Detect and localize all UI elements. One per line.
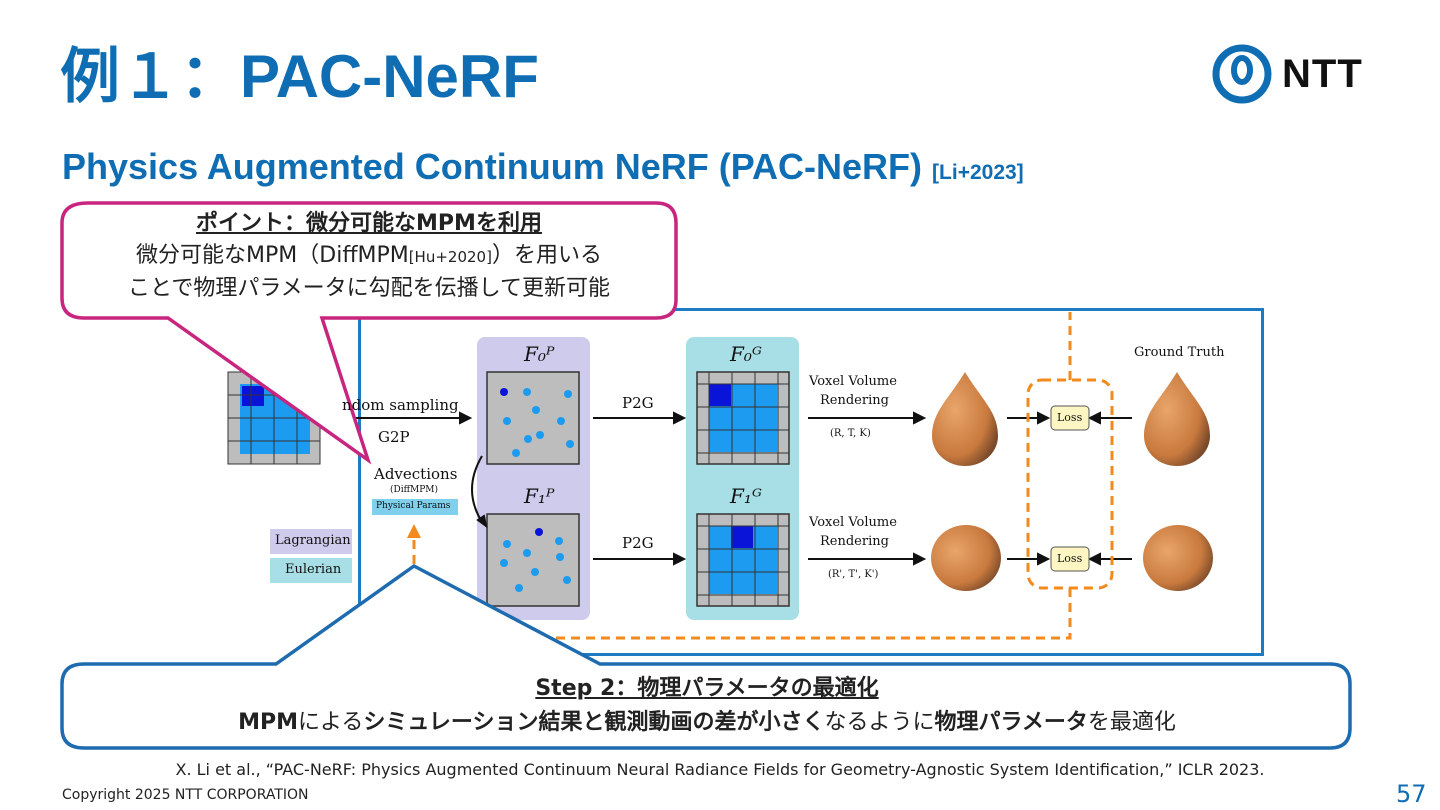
p2g-bottom-label: P2G <box>622 534 654 552</box>
physical-params-label: Physical Params <box>376 501 451 511</box>
figure-frame <box>358 308 1264 656</box>
fp1-label: F₁ᴾ <box>524 484 555 508</box>
callout-top-bubble <box>60 201 678 465</box>
voxel-top-line1: Voxel Volume <box>809 374 897 389</box>
g2p-label: G2P <box>378 428 410 446</box>
fg1-label: F₁ᴳ <box>730 484 762 508</box>
diffmpm-label: (DiffMPM) <box>390 485 438 495</box>
voxel-bottom-params: (R', T', K') <box>828 569 879 580</box>
callout-top-line2: ことで物理パラメータに勾配を伝播して更新可能 <box>127 276 611 301</box>
callout-bottom-text: Step 2：物理パラメータの最適化 MPMによるシミュレーション結果と観測動画… <box>64 672 1350 740</box>
page-title: 例１：PAC-NeRF <box>60 43 539 110</box>
citation: X. Li et al., “PAC-NeRF: Physics Augment… <box>175 760 1265 779</box>
fp0-label: F₀ᴾ <box>524 342 555 366</box>
callout-top-heading: ポイント：微分可能なMPMを利用 <box>196 211 542 236</box>
page-number: 57 <box>1396 780 1427 808</box>
voxel-bottom-line2: Rendering <box>820 534 889 549</box>
ground-truth-label: Ground Truth <box>1134 345 1225 360</box>
loss-top-label: Loss <box>1057 411 1083 424</box>
voxel-bottom-line1: Voxel Volume <box>809 515 897 530</box>
particles-box-top <box>486 371 580 465</box>
droplet-pred-bottom <box>931 525 1001 591</box>
callout-bottom-bubble <box>60 563 1352 750</box>
subtitle-text: Physics Augmented Continuum NeRF (PAC-Ne… <box>62 146 923 187</box>
callout-top-line1: 微分可能なMPM（DiffMPM[Hu+2020]）を用いる <box>136 243 602 268</box>
subtitle: Physics Augmented Continuum NeRF (PAC-Ne… <box>62 146 1024 188</box>
loss-bottom-label: Loss <box>1057 552 1083 565</box>
copyright: Copyright 2025 NTT CORPORATION <box>62 787 309 803</box>
voxel-top-line2: Rendering <box>820 393 889 408</box>
grid-box-bottom <box>696 513 790 607</box>
lagrangian-label: Lagrangian <box>275 533 351 548</box>
voxel-top-params: (R, T, K) <box>830 428 871 439</box>
advections-label: Advections <box>374 465 458 483</box>
ntt-logo-icon <box>1212 44 1272 104</box>
droplet-gt-top <box>1144 372 1210 466</box>
callout-bottom-body: MPMによるシミュレーション結果と観測動画の差が小さくなるように物理パラメータを… <box>238 710 1176 735</box>
logo-text: NTT <box>1282 52 1363 96</box>
particles-box-bottom <box>486 513 580 607</box>
grid-box-top <box>696 371 790 465</box>
subtitle-ref: [Li+2023] <box>932 161 1024 184</box>
random-sampling-label: ndom sampling <box>342 396 459 414</box>
fg0-label: F₀ᴳ <box>730 342 762 366</box>
eulerian-label: Eulerian <box>285 562 342 577</box>
droplet-gt-bottom <box>1143 525 1213 591</box>
droplet-pred-top <box>932 372 998 466</box>
callout-bottom-heading: Step 2：物理パラメータの最適化 <box>535 676 879 701</box>
p2g-top-label: P2G <box>622 394 654 412</box>
callout-top-text: ポイント：微分可能なMPMを利用 微分可能なMPM（DiffMPM[Hu+202… <box>64 208 674 305</box>
